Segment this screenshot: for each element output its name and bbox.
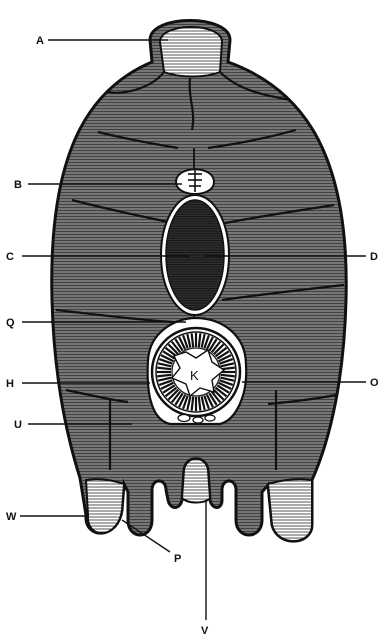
label-P: P xyxy=(174,553,181,565)
metapleural-fold-right xyxy=(268,479,312,541)
label-V: V xyxy=(201,625,209,637)
dorsal-fin xyxy=(160,27,222,77)
label-D: D xyxy=(370,251,378,263)
label-W: W xyxy=(6,511,17,523)
label-Q: Q xyxy=(6,317,15,329)
notochord xyxy=(166,200,224,310)
label-C: C xyxy=(6,251,14,263)
label-A: A xyxy=(36,35,44,47)
label-H: H xyxy=(6,378,14,390)
label-K: K xyxy=(190,368,199,383)
metapleural-fold-left xyxy=(86,479,124,533)
label-O: O xyxy=(370,377,379,389)
label-U: U xyxy=(14,419,22,431)
ventral-fin xyxy=(182,459,210,503)
label-B: B xyxy=(14,179,22,191)
